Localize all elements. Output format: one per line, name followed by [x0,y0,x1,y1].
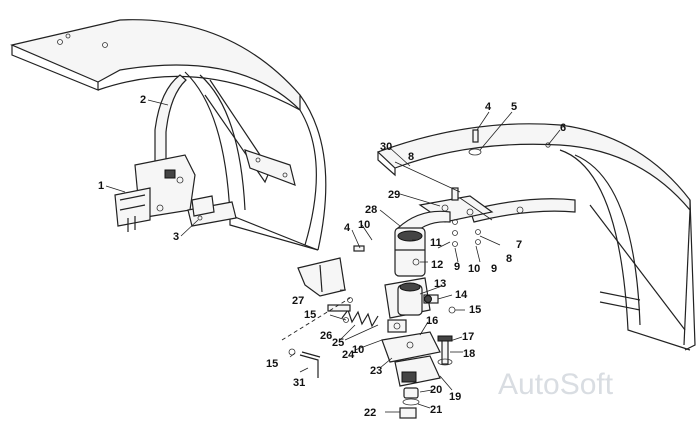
washer-21 [402,398,420,406]
callout-1: 1 [98,180,104,192]
callout-21: 21 [430,404,442,416]
leader-lines [105,99,561,413]
callout-14: 14 [455,289,468,301]
bracket-27 [297,257,346,297]
callout-29: 29 [388,189,400,201]
callout-8a: 8 [408,151,414,163]
callout-15c: 15 [266,358,278,370]
mount-19 [394,355,441,387]
callout-25: 25 [332,337,344,349]
callout-2: 2 [140,94,146,106]
callout-15b: 15 [469,304,481,316]
bracket-24 [387,319,407,333]
callout-8b: 8 [506,253,512,265]
callout-11: 11 [430,237,442,249]
callout-12: 12 [431,259,443,271]
callout-23: 23 [370,365,382,377]
callout-18: 18 [463,348,475,360]
callout-16: 16 [426,315,438,327]
callout-30: 30 [380,141,392,153]
left-support-tube [154,74,187,179]
bolt-4-right [468,129,482,156]
callout-22: 22 [364,407,376,419]
callout-26: 26 [320,330,332,342]
callout-10b: 10 [468,263,480,275]
left-fender [10,19,327,251]
callout-31: 31 [293,377,305,389]
bolt-14 [423,294,439,304]
callout-19: 19 [449,391,461,403]
callout-6: 6 [560,122,566,134]
callout-10a: 10 [358,219,370,231]
pin-31 [299,351,321,378]
callout-4a: 4 [344,222,351,234]
callout-9a: 9 [454,261,460,273]
watermark: AutoSoft [498,368,614,401]
pin-17 [437,335,453,366]
lower-pivot-bracket [384,277,431,319]
callout-3: 3 [173,231,179,243]
assembly-line [281,297,351,341]
upper-pivot-housing [394,227,426,277]
callout-labels: 1 2 3 4 4 5 6 7 8 8 9 9 10 10 10 11 12 1… [98,94,566,419]
callout-20: 20 [430,384,442,396]
callout-10c: 10 [352,344,364,356]
lower-block-23 [381,331,441,363]
nut-22 [399,407,417,419]
callout-5: 5 [511,101,517,113]
bolt-26 [327,304,351,312]
callout-27: 27 [292,295,304,307]
callout-9b: 9 [491,263,497,275]
bushing-20 [403,387,419,399]
callout-28: 28 [365,204,377,216]
callout-17: 17 [462,331,474,343]
callout-15a: 15 [304,309,316,321]
callout-7: 7 [516,239,522,251]
callout-24: 24 [342,349,355,361]
left-lower-bracket [187,195,237,227]
callout-13: 13 [434,278,446,290]
left-mount-bracket [114,154,196,232]
right-fender [376,123,696,351]
callout-4b: 4 [485,101,492,113]
spring-25 [341,308,379,328]
